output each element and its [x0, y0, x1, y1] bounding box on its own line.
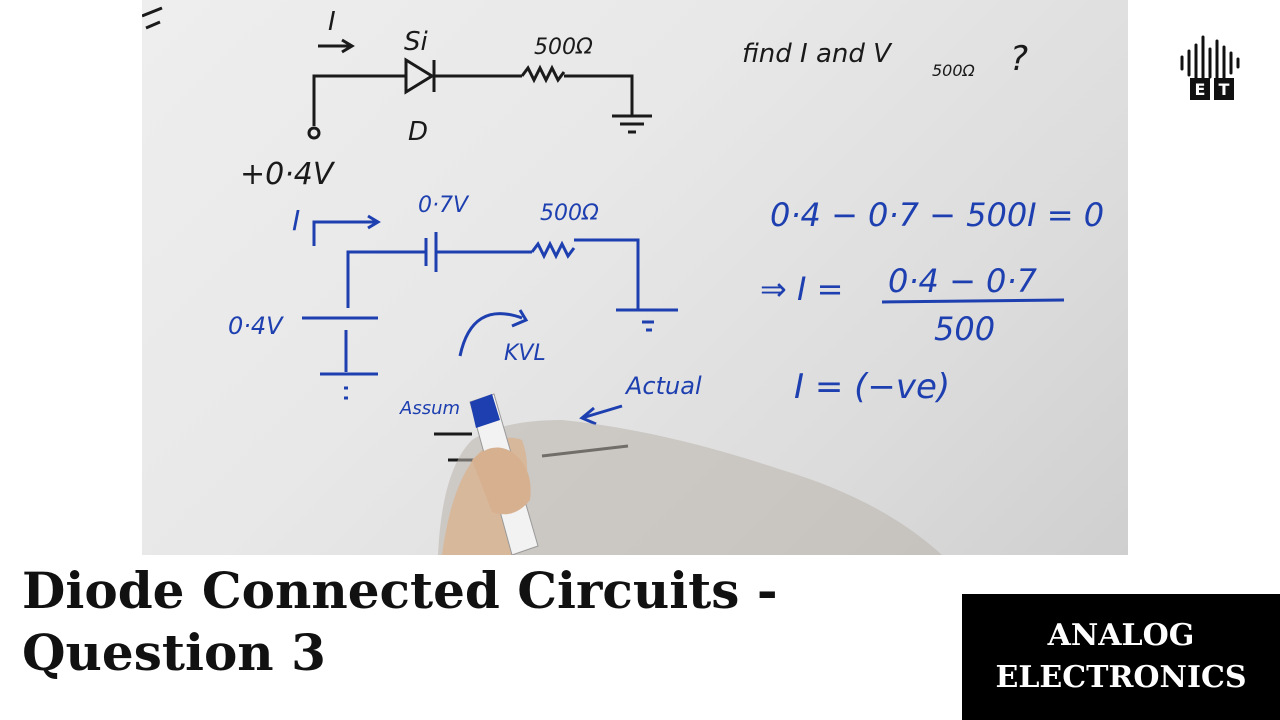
hand-with-marker [438, 393, 942, 555]
video-title: Diode Connected Circuits - Question 3 [22, 560, 932, 684]
title-line-2: Question 3 [22, 623, 326, 682]
logo-letters: E T [1188, 78, 1236, 100]
equation-kvl: 0·4 − 0·7 − 500I = 0 [770, 196, 1104, 234]
subject-badge: ANALOG ELECTRONICS [962, 594, 1280, 720]
model-drop-label: 0·7V [418, 193, 470, 218]
actual-label: Actual [624, 372, 702, 400]
logo-letter-e: E [1190, 78, 1210, 100]
whiteboard-drawing: I Si 500Ω D +0·4V find I and V 500Ω ? [142, 6, 1104, 555]
assumed-label: Assum [399, 398, 460, 419]
top-diode-type: Si [404, 27, 429, 57]
equations: 0·4 − 0·7 − 500I = 0 ⇒ I = 0·4 − 0·7 500… [760, 196, 1104, 407]
model-resistor-label: 500Ω [540, 201, 599, 226]
top-diode-label: D [408, 117, 428, 147]
logo-letter-t: T [1214, 78, 1234, 100]
top-source-label: +0·4V [240, 157, 336, 192]
equation-result: I = (−ve) [794, 367, 950, 407]
top-circuit [307, 38, 652, 140]
equation-denominator: 500 [934, 310, 995, 348]
equation-numerator: 0·4 − 0·7 [888, 262, 1038, 300]
question: find I and V 500Ω ? [742, 39, 1028, 80]
question-subscript: 500Ω [932, 61, 976, 80]
question-mark: ? [1010, 39, 1028, 79]
equation-prefix: ⇒ I = [760, 270, 843, 308]
title-line-1: Diode Connected Circuits - [22, 561, 778, 620]
top-resistor-label: 500Ω [534, 35, 593, 60]
subject-line-2: ELECTRONICS [995, 660, 1247, 695]
top-current-label: I [328, 7, 336, 37]
question-text: find I and V [742, 39, 893, 69]
subject-line-1: ANALOG [1047, 618, 1195, 653]
model-current-label: I [292, 204, 300, 237]
kvl-label: KVL [504, 341, 546, 366]
whiteboard: I Si 500Ω D +0·4V find I and V 500Ω ? [142, 0, 1128, 555]
model-source-label: 0·4V [228, 312, 284, 340]
